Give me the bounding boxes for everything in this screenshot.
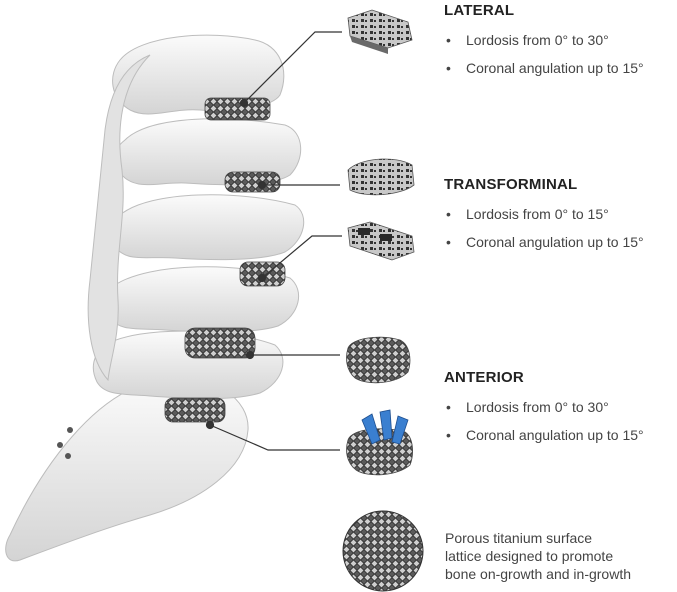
porous-lattice-icon — [342, 510, 424, 592]
bullet-item: Lordosis from 0° to 15° — [444, 205, 644, 233]
implant-transforaminal-curved — [347, 158, 415, 196]
implant-lateral — [347, 9, 413, 54]
implant-anterior — [346, 336, 411, 384]
porous-caption-line: lattice designed to promote — [445, 548, 614, 564]
leader-lines — [205, 31, 342, 451]
implant-in-spine-anterior-2 — [164, 397, 226, 423]
vertebrae — [87, 34, 305, 400]
leader-line-lateral — [243, 31, 342, 104]
implant-in-spine-lateral — [204, 97, 271, 121]
anterior-bullets: Lordosis from 0° to 30° Coronal angulati… — [444, 398, 644, 454]
heading-lateral: LATERAL — [444, 2, 515, 19]
bullet-item: Coronal angulation up to 15° — [444, 59, 644, 87]
bullet-item: Coronal angulation up to 15° — [444, 233, 644, 261]
porous-caption-line: bone on-growth and in-growth — [445, 566, 632, 582]
sacral-foramen — [57, 442, 63, 448]
implant-transforaminal-straight — [347, 221, 415, 261]
lateral-bullets: Lordosis from 0° to 30° Coronal angulati… — [444, 31, 644, 87]
bullet-item: Lordosis from 0° to 30° — [444, 31, 644, 59]
sacral-foramen — [65, 453, 71, 459]
implant-anterior-with-screws — [346, 409, 413, 476]
vertebra-l3 — [109, 194, 305, 261]
bullet-item: Coronal angulation up to 15° — [444, 426, 644, 454]
screw-icon — [361, 409, 409, 445]
implant-in-spine-anterior-1 — [184, 327, 256, 359]
implant-in-spine-transforaminal-1 — [224, 171, 281, 193]
leader-line-transforaminal-2 — [261, 235, 342, 279]
heading-transforaminal: TRANSFORMINAL — [444, 176, 578, 193]
posterior-elements — [87, 54, 151, 382]
heading-anterior: ANTERIOR — [444, 369, 524, 386]
sacrum — [5, 378, 249, 562]
porous-caption: Porous titanium surface lattice designed… — [445, 529, 675, 583]
leader-line-anterior-2 — [209, 424, 340, 451]
transforaminal-bullets: Lordosis from 0° to 15° Coronal angulati… — [444, 205, 644, 261]
porous-caption-line: Porous titanium surface — [445, 530, 593, 546]
bullet-item: Lordosis from 0° to 30° — [444, 398, 644, 426]
sacral-foramen — [67, 427, 73, 433]
